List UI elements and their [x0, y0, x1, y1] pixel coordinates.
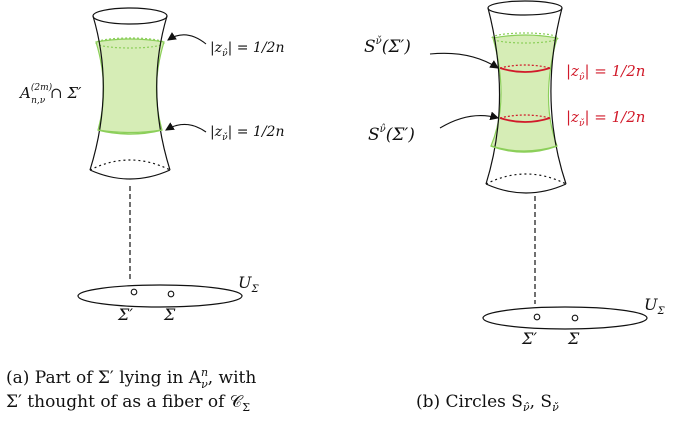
left-base-ellipse [77, 284, 243, 308]
right-green-top-ellipse [491, 32, 559, 44]
right-red-circle-top-back [499, 64, 551, 69]
right-top-eq-label: |zν̂| = 1/2n [566, 62, 645, 83]
right-bottom-ellipse-back [485, 173, 567, 185]
right-base-label: UΣ [644, 295, 665, 317]
left-panel: |zν̂| = 1/2n |zν̌| = 1/2n A(2m)n,ν ∩ Σ′ … [6, 7, 284, 414]
left-top-ellipse [92, 7, 168, 25]
left-caption-line2: Σ′ thought of as a fiber of 𝒞Σ [6, 392, 250, 414]
right-bottom-eq-label: |zν̌| = 1/2n [566, 108, 645, 129]
right-red-circle-bottom-front [499, 117, 551, 123]
left-top-arrow [167, 32, 207, 45]
right-pt1-label: Σ′ [521, 329, 537, 348]
right-top-ellipse [487, 0, 563, 16]
right-panel: Sν̌(Σ′) Sν̂(Σ′) |zν̂| = 1/2n |zν̌| = 1/2… [364, 0, 665, 414]
left-pt1-label: Σ′ [117, 305, 133, 324]
left-green-top-ellipse [95, 37, 165, 49]
left-top-eq-label: |zν̂| = 1/2n [210, 40, 284, 59]
right-red-circle-bottom-back [499, 114, 551, 119]
left-bottom-ellipse-front [89, 169, 171, 180]
left-point-sigma [167, 290, 175, 298]
right-s-top-label: Sν̌(Σ′) [364, 36, 411, 57]
left-bottom-ellipse-back [89, 159, 171, 171]
left-green-band [95, 38, 165, 134]
right-top-arrow [429, 52, 499, 69]
right-bottom-ellipse-front [485, 183, 567, 194]
right-tube-right-side [550, 7, 567, 185]
right-point-sigma-prime [533, 313, 541, 321]
left-base-label: UΣ [238, 273, 259, 295]
left-bottom-arrow [165, 122, 207, 133]
right-green-band [490, 34, 558, 152]
left-bottom-eq-label: |zν̌| = 1/2n [210, 124, 284, 143]
left-pt2-label: Σ [163, 305, 176, 324]
left-region-label: A(2m)n,ν ∩ Σ′ [18, 82, 82, 106]
right-pt2-label: Σ [567, 329, 580, 348]
right-red-circle-top-front [499, 67, 551, 73]
left-point-sigma-prime [130, 288, 138, 296]
right-s-bot-label: Sν̂(Σ′) [368, 124, 415, 145]
left-tube-left-side [89, 15, 104, 171]
right-bottom-arrow [439, 111, 500, 129]
left-green-bottom-line [97, 129, 163, 135]
right-green-bottom-line [490, 145, 558, 153]
right-point-sigma [571, 314, 579, 322]
left-tube-right-side [156, 15, 171, 171]
right-caption: (b) Circles Sν̂, Sν̌ [416, 392, 559, 414]
right-base-ellipse [482, 306, 648, 330]
right-tube-left-side [485, 7, 501, 185]
